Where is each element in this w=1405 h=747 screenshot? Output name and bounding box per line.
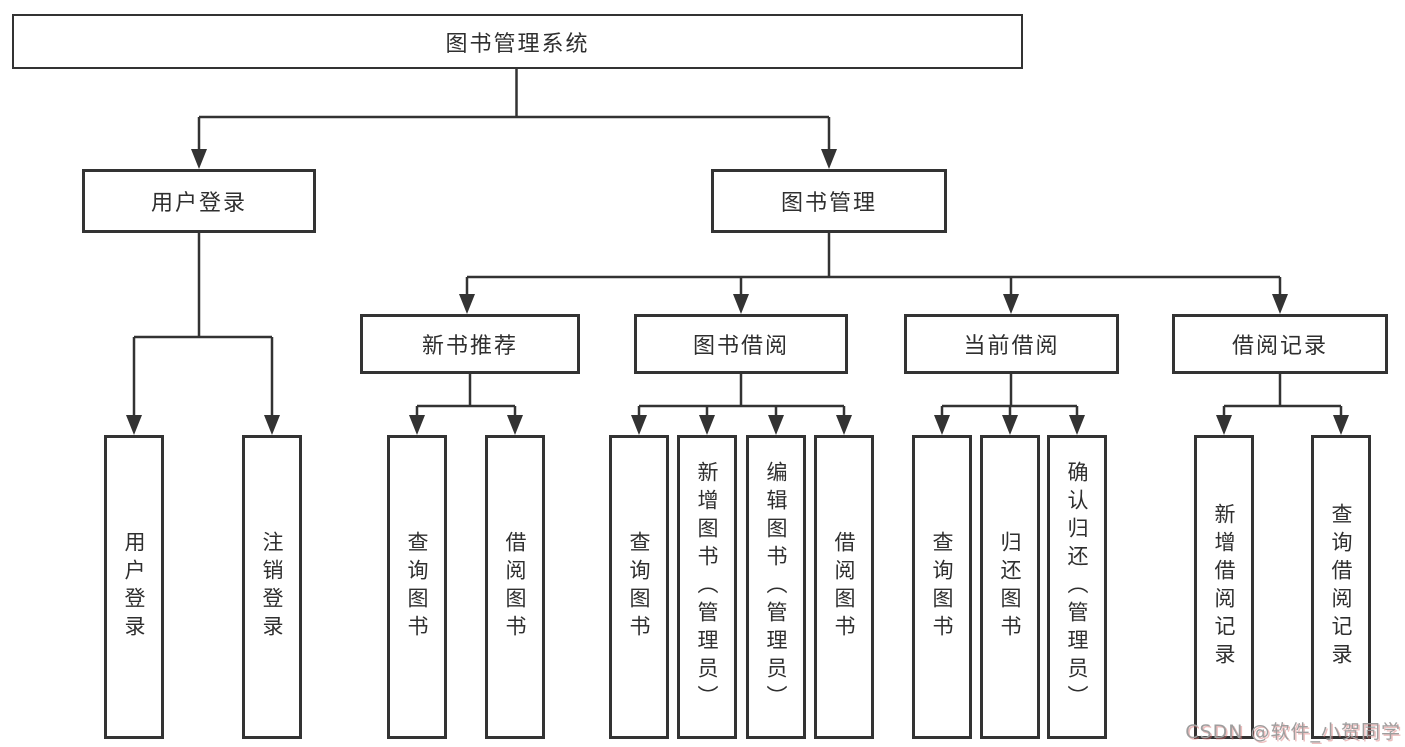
node-leaf-query-book-1: 查询图书 <box>387 435 447 739</box>
node-label: 新书推荐 <box>421 334 518 359</box>
node-label: 查询图书 <box>930 531 954 643</box>
node-leaf-query-borrow-record: 查询借阅记录 <box>1311 435 1371 739</box>
node-leaf-borrow-book-2: 借阅图书 <box>814 435 874 739</box>
node-label: 编辑图书（管理员） <box>764 461 788 713</box>
node-leaf-edit-book-admin: 编辑图书（管理员） <box>746 435 806 739</box>
node-user-login: 用户登录 <box>82 169 316 233</box>
node-book-borrow: 图书借阅 <box>634 314 848 374</box>
node-book-management: 图书管理 <box>711 169 947 233</box>
node-leaf-confirm-return-admin: 确认归还（管理员） <box>1047 435 1107 739</box>
node-leaf-user-login: 用户登录 <box>104 435 164 739</box>
node-label: 查询图书 <box>627 531 651 643</box>
node-label: 借阅图书 <box>832 531 856 643</box>
node-label: 查询图书 <box>405 531 429 643</box>
node-leaf-return-book: 归还图书 <box>980 435 1040 739</box>
node-label: 用户登录 <box>122 531 146 643</box>
node-label: 当前借阅 <box>963 334 1060 359</box>
node-new-book-recommend: 新书推荐 <box>360 314 580 374</box>
node-label: 借阅记录 <box>1231 334 1328 359</box>
node-label: 用户登录 <box>150 191 247 216</box>
node-label: 图书借阅 <box>692 334 789 359</box>
node-label: 借阅图书 <box>503 531 527 643</box>
csdn-watermark: CSDN @软件_小贺同学 <box>1185 721 1401 743</box>
node-leaf-query-book-2: 查询图书 <box>609 435 669 739</box>
node-leaf-logout: 注销登录 <box>242 435 302 739</box>
arrowhead-icons <box>126 149 1349 435</box>
node-label: 新增借阅记录 <box>1212 503 1236 671</box>
node-label: 确认归还（管理员） <box>1065 461 1089 713</box>
node-label: 查询借阅记录 <box>1329 503 1353 671</box>
node-leaf-borrow-book-1: 借阅图书 <box>485 435 545 739</box>
node-leaf-add-book-admin: 新增图书（管理员） <box>677 435 737 739</box>
node-current-borrow: 当前借阅 <box>904 314 1119 374</box>
node-borrow-record: 借阅记录 <box>1172 314 1388 374</box>
node-label: 归还图书 <box>998 531 1022 643</box>
node-label: 新增图书（管理员） <box>695 461 719 713</box>
node-label: 图书管理 <box>780 191 877 216</box>
node-library-management-system: 图书管理系统 <box>12 14 1023 69</box>
node-leaf-add-borrow-record: 新增借阅记录 <box>1194 435 1254 739</box>
node-label: 注销登录 <box>260 531 284 643</box>
node-leaf-query-book-3: 查询图书 <box>912 435 972 739</box>
node-label: 图书管理系统 <box>445 31 590 57</box>
